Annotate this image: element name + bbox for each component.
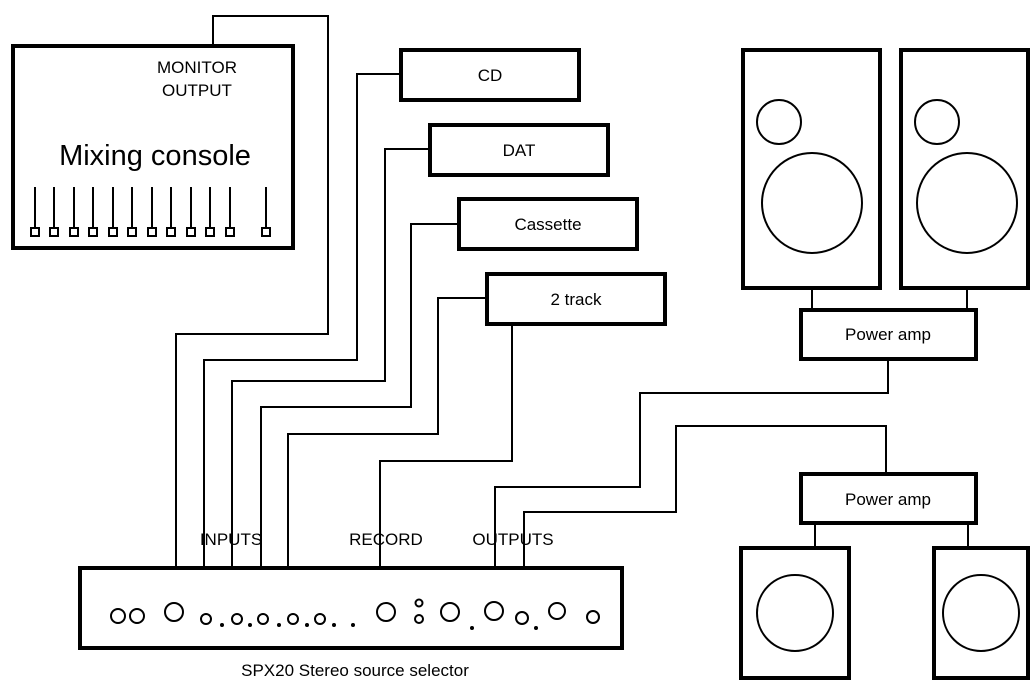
fader-knob-icon [49,227,59,237]
power-amp-lower-label: Power amp [845,490,931,509]
upper-speaker-left [741,48,882,290]
indicator-dot-icon [305,623,309,627]
fader-knob-icon [88,227,98,237]
cable-record [379,324,513,568]
cable-monitor-output [175,15,329,568]
power-amp-upper-box [799,308,978,361]
indicator-dot-icon [220,623,224,627]
knob-icon [548,602,566,620]
spx20-caption: SPX20 Stereo source selector [241,661,469,680]
cable-dat [231,148,430,568]
fader-bank [30,187,271,237]
knob-icon [110,608,126,624]
woofer-icon [916,152,1018,254]
knob-icon [287,613,299,625]
fader-knob-icon [261,227,271,237]
fader-knob-icon [166,227,176,237]
indicator-dot-icon [332,623,336,627]
cable-output-1 [494,359,889,568]
indicator-dot-icon [534,626,538,630]
power-amp-lower-box [799,472,978,525]
lower-speaker-right [932,546,1030,680]
two-track-box [485,272,667,326]
tweeter-icon [756,99,802,145]
fader-knob-icon [108,227,118,237]
two-track-label: 2 track [550,290,602,309]
cd-player-label: CD [478,66,503,85]
woofer-icon [942,574,1020,652]
knob-icon [164,602,184,622]
fader-knob-icon [30,227,40,237]
spx20-selector [78,566,624,650]
woofer-icon [756,574,834,652]
dat-deck-label: DAT [503,141,536,160]
mixing-console: MONITOR OUTPUT Mixing console [11,44,295,250]
indicator-dot-icon [470,626,474,630]
upper-speaker-right [899,48,1030,290]
cable-cd [203,73,401,568]
fader-knob-icon [69,227,79,237]
cable-output-2 [523,425,887,568]
fader-knob-icon [186,227,196,237]
outputs-label: OUTPUTS [472,530,553,549]
indicator-dot-icon [277,623,281,627]
knob-icon [440,602,460,622]
knob-icon [414,614,424,624]
dat-deck-box [428,123,610,177]
fader-knob-icon [205,227,215,237]
tweeter-icon [914,99,960,145]
fader-knob-icon [225,227,235,237]
woofer-icon [761,152,863,254]
indicator-dot-icon [351,623,355,627]
spx20-selector-box [78,566,624,650]
knob-icon [200,613,212,625]
cd-player-box [399,48,581,102]
knob-icon [484,601,504,621]
knob-icon [414,598,424,608]
fader-knob-icon [127,227,137,237]
monitor-output-label-line1: MONITOR [157,58,237,77]
fader-knob-icon [147,227,157,237]
cable-cassette [260,223,459,568]
knob-icon [231,613,243,625]
front-panel-controls [110,598,600,630]
cassette-deck-box [457,197,639,251]
indicator-dot-icon [248,623,252,627]
lower-speaker-left [739,546,851,680]
inputs-label: INPUTS [200,530,262,549]
knob-icon [376,602,396,622]
power-amp-upper-label: Power amp [845,325,931,344]
cable-two-track-play [287,297,487,568]
knob-icon [257,613,269,625]
cassette-deck-label: Cassette [514,215,581,234]
mixing-console-title: Mixing console [59,140,251,172]
record-label: RECORD [349,530,423,549]
monitor-output-label-line2: OUTPUT [162,81,232,100]
knob-icon [586,610,600,624]
knob-icon [129,608,145,624]
knob-icon [515,611,529,625]
knob-icon [314,613,326,625]
